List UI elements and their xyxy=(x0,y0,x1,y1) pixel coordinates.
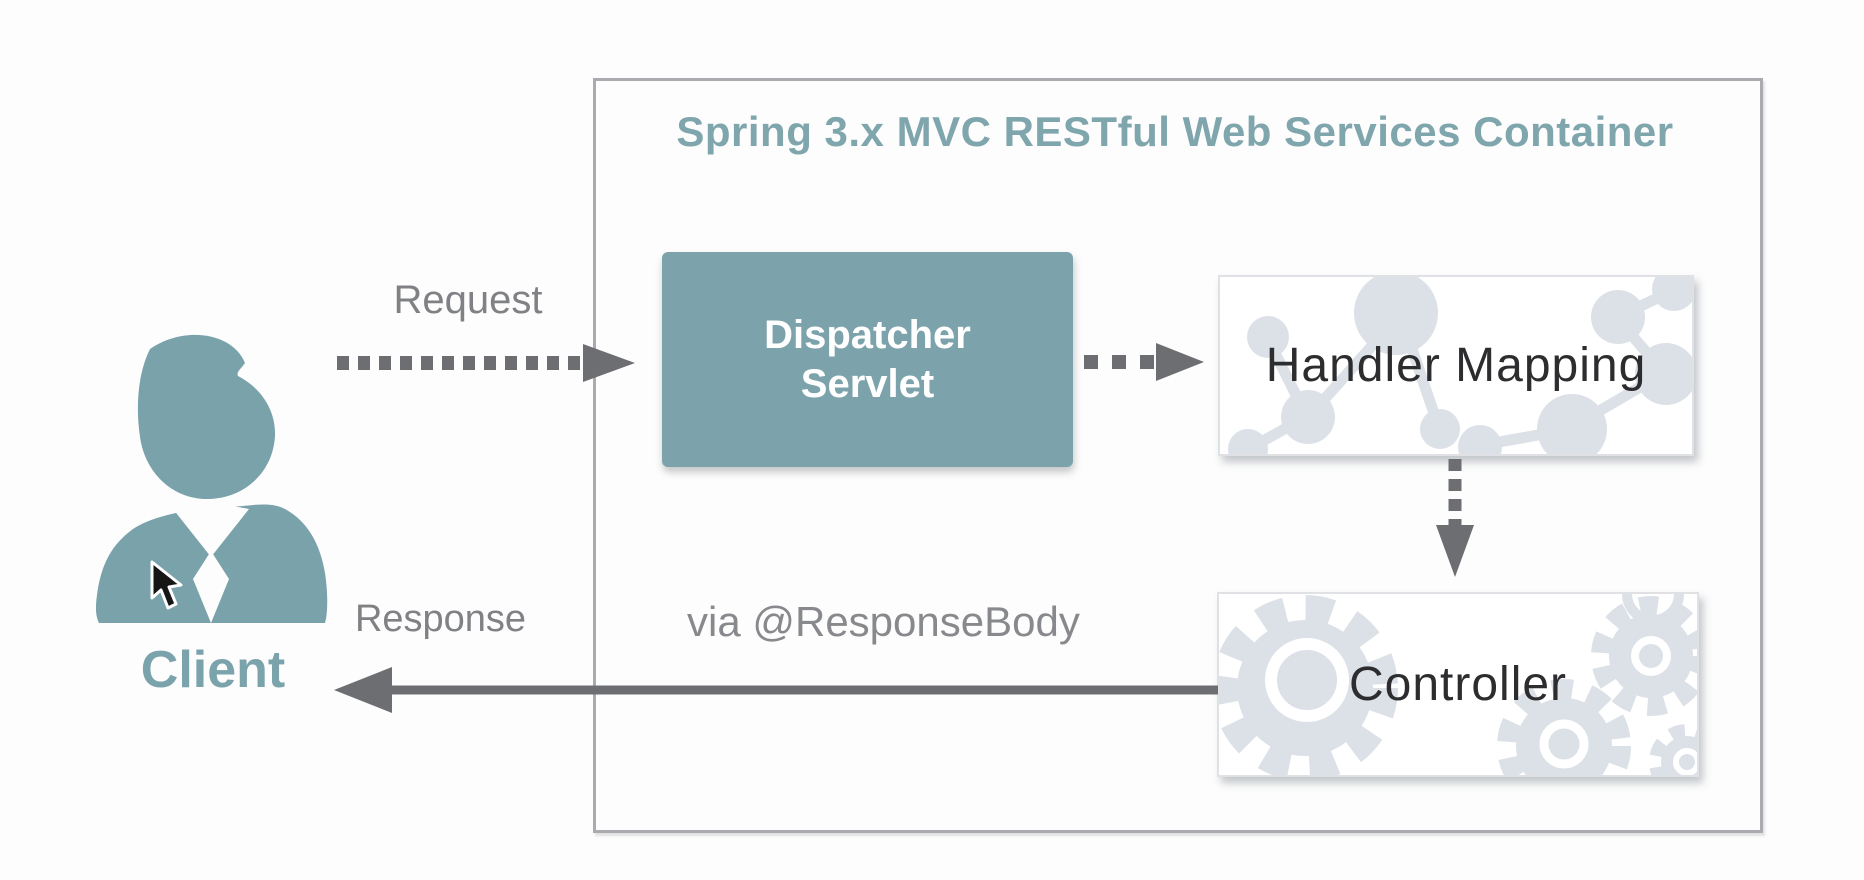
handler-mapping-node: Handler Mapping xyxy=(1218,275,1694,456)
gears-pattern-icon xyxy=(1219,594,1697,775)
controller-node: Controller xyxy=(1217,592,1699,777)
request-arrow xyxy=(337,344,635,382)
response-arrow xyxy=(334,667,1218,713)
controller-label: Controller xyxy=(1348,658,1568,711)
response-label: Response xyxy=(354,598,527,640)
dispatcher-servlet-label: Dispatcher Servlet xyxy=(764,312,971,406)
mouse-cursor-arrow-icon xyxy=(150,560,183,610)
container-title: Spring 3.x MVC RESTful Web Services Cont… xyxy=(676,108,1674,155)
response-via-label: via @ResponseBody xyxy=(687,598,1080,645)
client-label: Client xyxy=(140,641,286,699)
molecule-network-pattern-icon xyxy=(1228,277,1692,454)
person-tie xyxy=(193,551,229,623)
person-collar xyxy=(173,505,249,557)
person-head xyxy=(137,334,276,500)
handler-to-controller-arrow xyxy=(1436,459,1474,577)
dispatcher-servlet-node: Dispatcher Servlet xyxy=(662,252,1073,467)
dispatcher-to-handler-arrow xyxy=(1084,343,1204,381)
client-person-icon xyxy=(95,334,328,623)
request-label: Request xyxy=(393,278,543,322)
handler-mapping-label: Handler Mapping xyxy=(1265,339,1647,392)
